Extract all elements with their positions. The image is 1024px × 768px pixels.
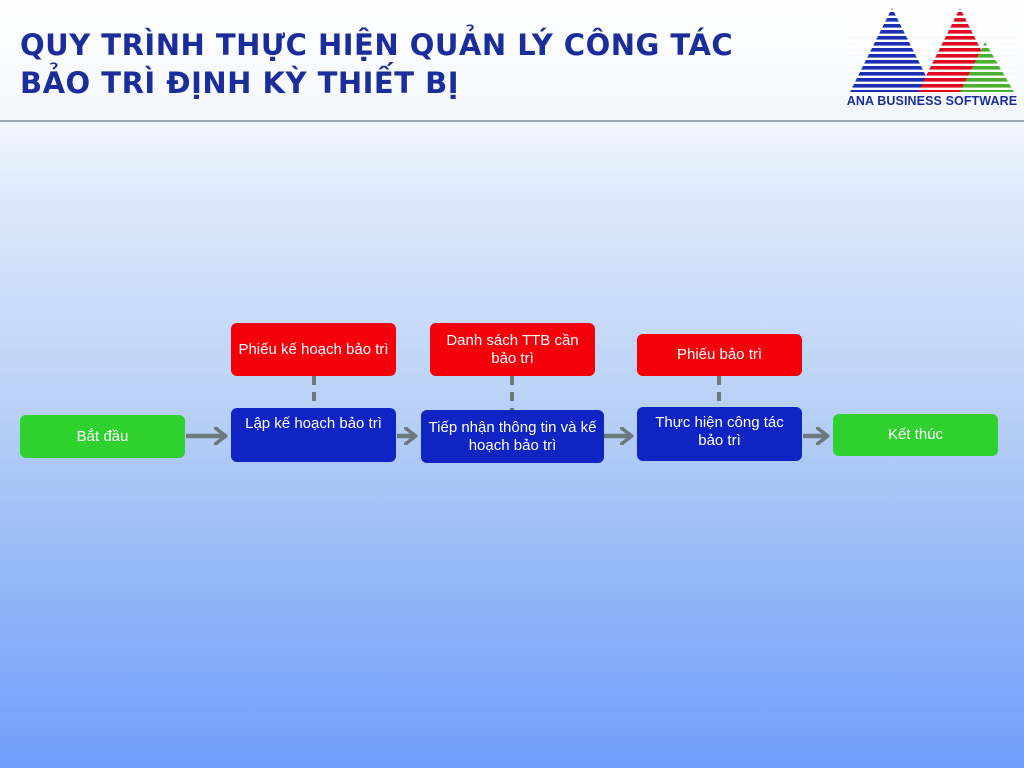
process-plan-maintenance: Lập kế hoạch bảo trì <box>231 408 396 462</box>
document-maintenance-plan-form: Phiếu kế hoạch bảo trì <box>231 323 396 376</box>
logo-text: ANA BUSINESS SOFTWARE <box>846 94 1018 108</box>
process-receive-information-label: Tiếp nhận thông tin và kế hoạch bảo trì <box>428 418 597 454</box>
process-plan-maintenance-label: Lập kế hoạch bảo trì <box>245 415 382 432</box>
document-equipment-list: Danh sách TTB cần bảo trì <box>430 323 595 376</box>
document-maintenance-form: Phiếu bảo trì <box>637 334 802 376</box>
document-maintenance-form-label: Phiếu bảo trì <box>676 346 763 363</box>
process-perform-maintenance: Thực hiện công tác bảo trì <box>637 407 802 461</box>
document-equipment-list-label: Danh sách TTB cần bảo trì <box>446 331 579 367</box>
document-maintenance-plan-form-label: Phiếu kế hoạch bảo trì <box>238 340 389 358</box>
ana-logo: ANA BUSINESS SOFTWARE <box>846 6 1018 114</box>
title-line-2: BẢO TRÌ ĐỊNH KỲ THIẾT BỊ <box>20 66 460 100</box>
start-node: Bắt đầu <box>20 415 185 458</box>
process-perform-maintenance-label: Thực hiện công tác bảo trì <box>655 414 784 449</box>
end-node-label: Kết thúc <box>887 426 944 443</box>
page-title: QUY TRÌNH THỰC HIỆN QUẢN LÝ CÔNG TÁC BẢO… <box>20 26 820 102</box>
start-node-label: Bắt đầu <box>76 427 129 445</box>
ana-logo-icon <box>848 6 1016 94</box>
title-line-1: QUY TRÌNH THỰC HIỆN QUẢN LÝ CÔNG TÁC <box>20 28 734 62</box>
process-receive-information: Tiếp nhận thông tin và kế hoạch bảo trì <box>421 410 604 463</box>
header: QUY TRÌNH THỰC HIỆN QUẢN LÝ CÔNG TÁC BẢO… <box>0 0 1024 122</box>
end-node: Kết thúc <box>833 414 998 456</box>
